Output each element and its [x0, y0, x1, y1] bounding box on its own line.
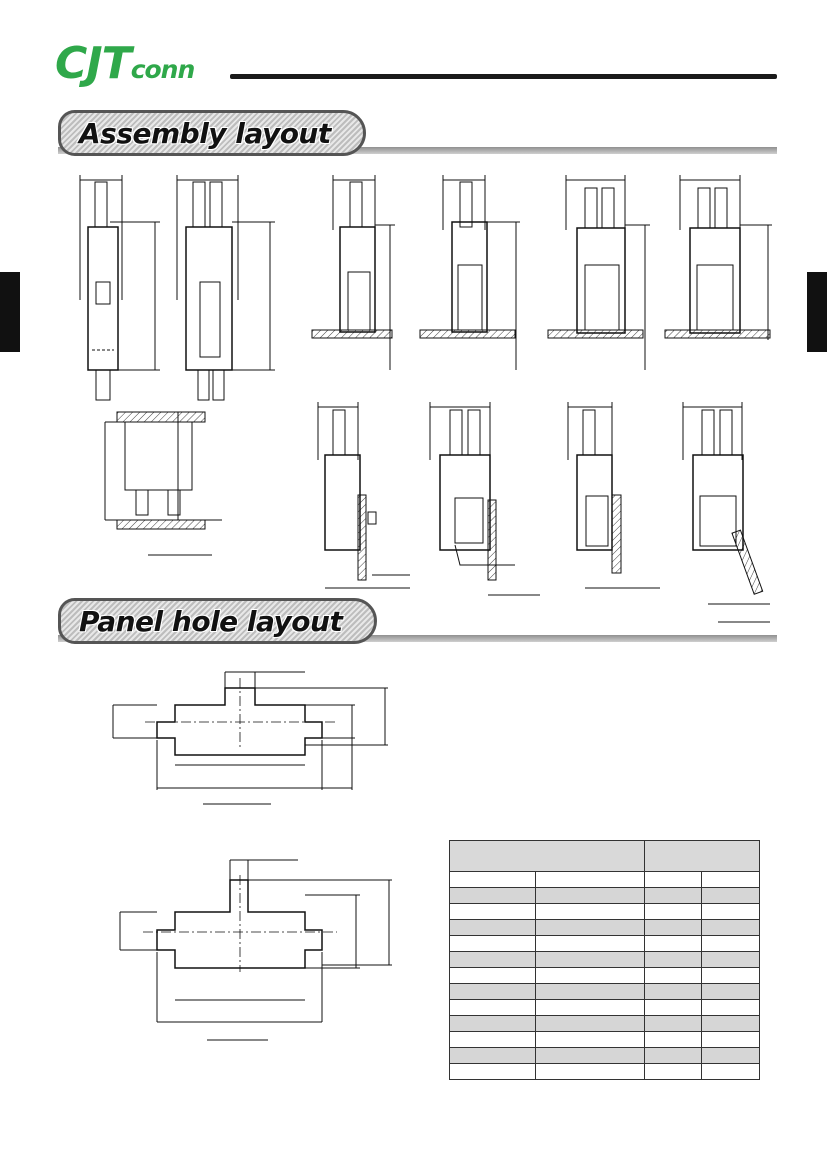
assembly-view-6 [664, 175, 772, 340]
assembly-view-5 [547, 175, 650, 370]
table-cell [534, 1063, 646, 1080]
table-row [449, 919, 760, 936]
assembly-view-7 [104, 411, 222, 556]
table-cell [644, 871, 703, 888]
table-header-cell [448, 840, 646, 872]
table-row [449, 887, 760, 904]
assembly-view-9 [429, 402, 540, 596]
table-row [449, 983, 760, 1000]
table-cell [449, 935, 536, 952]
table-cell [449, 1047, 536, 1064]
table-cell [701, 1031, 760, 1048]
table-cell [701, 887, 760, 904]
assembly-view-8 [317, 402, 410, 589]
table-cell [534, 1031, 646, 1048]
table-cell [449, 919, 536, 936]
table-cell [534, 1015, 646, 1032]
assembly-view-11 [682, 402, 770, 623]
table-cell [449, 983, 536, 1000]
table-cell [644, 951, 703, 968]
table-cell [449, 871, 536, 888]
table-cell [534, 967, 646, 984]
table-cell [449, 967, 536, 984]
table-row [449, 951, 760, 968]
logo-text-main: CJT [55, 38, 132, 89]
table-cell [701, 999, 760, 1016]
table-header-cell [644, 840, 760, 872]
table-cell [701, 1015, 760, 1032]
table-cell [449, 1063, 536, 1080]
table-header-row [448, 840, 760, 872]
table-cell [644, 1031, 703, 1048]
table-cell [644, 935, 703, 952]
table-cell [534, 903, 646, 920]
side-tab-right [807, 272, 827, 352]
table-row [449, 1031, 760, 1048]
table-row [449, 1063, 760, 1080]
table-cell [644, 1063, 703, 1080]
spec-table [448, 840, 760, 1080]
banner-bar [58, 635, 777, 642]
table-cell [701, 1047, 760, 1064]
section-title: Assembly layout [79, 116, 331, 150]
table-cell [449, 1031, 536, 1048]
table-cell [701, 903, 760, 920]
table-cell [644, 903, 703, 920]
header-rule [230, 74, 777, 79]
table-cell [701, 919, 760, 936]
table-cell [644, 983, 703, 1000]
table-cell [701, 983, 760, 1000]
table-cell [534, 935, 646, 952]
table-cell [644, 1015, 703, 1032]
table-cell [644, 887, 703, 904]
section-title: Panel hole layout [79, 604, 343, 638]
table-row [449, 935, 760, 952]
table-cell [534, 1047, 646, 1064]
panel-hole-drawings [112, 671, 392, 1041]
table-row [449, 1047, 760, 1064]
assembly-view-4 [419, 175, 520, 370]
table-cell [701, 951, 760, 968]
table-row [449, 999, 760, 1016]
assembly-view-2 [176, 175, 275, 401]
table-cell [449, 951, 536, 968]
table-cell [449, 999, 536, 1016]
table-cell [534, 951, 646, 968]
assembly-view-3 [311, 175, 395, 370]
assembly-view-1 [79, 175, 160, 401]
banner-pill: Assembly layout [58, 110, 366, 156]
logo-text-sub: conn [130, 55, 196, 84]
table-cell [449, 1015, 536, 1032]
brand-logo: CJTconn [55, 38, 196, 89]
table-cell [644, 999, 703, 1016]
table-cell [644, 919, 703, 936]
table-row [449, 903, 760, 920]
table-row [449, 871, 760, 888]
assembly-view-10 [567, 402, 660, 589]
section-banner-panel-hole: Panel hole layout [58, 598, 777, 644]
table-row [449, 1015, 760, 1032]
table-cell [534, 999, 646, 1016]
panel-hole-single [112, 671, 388, 805]
table-cell [534, 887, 646, 904]
section-banner-assembly: Assembly layout [58, 110, 777, 156]
table-cell [534, 983, 646, 1000]
banner-pill: Panel hole layout [58, 598, 378, 644]
panel-hole-dual [119, 859, 392, 1041]
table-cell [449, 887, 536, 904]
table-cell [534, 919, 646, 936]
assembly-drawings [79, 175, 772, 623]
table-row [449, 967, 760, 984]
table-cell [644, 1047, 703, 1064]
side-tab-left [0, 272, 20, 352]
table-cell [701, 871, 760, 888]
table-cell [701, 935, 760, 952]
banner-bar [58, 147, 777, 154]
table-cell [701, 1063, 760, 1080]
table-cell [644, 967, 703, 984]
table-cell [534, 871, 646, 888]
table-cell [449, 903, 536, 920]
table-cell [701, 967, 760, 984]
